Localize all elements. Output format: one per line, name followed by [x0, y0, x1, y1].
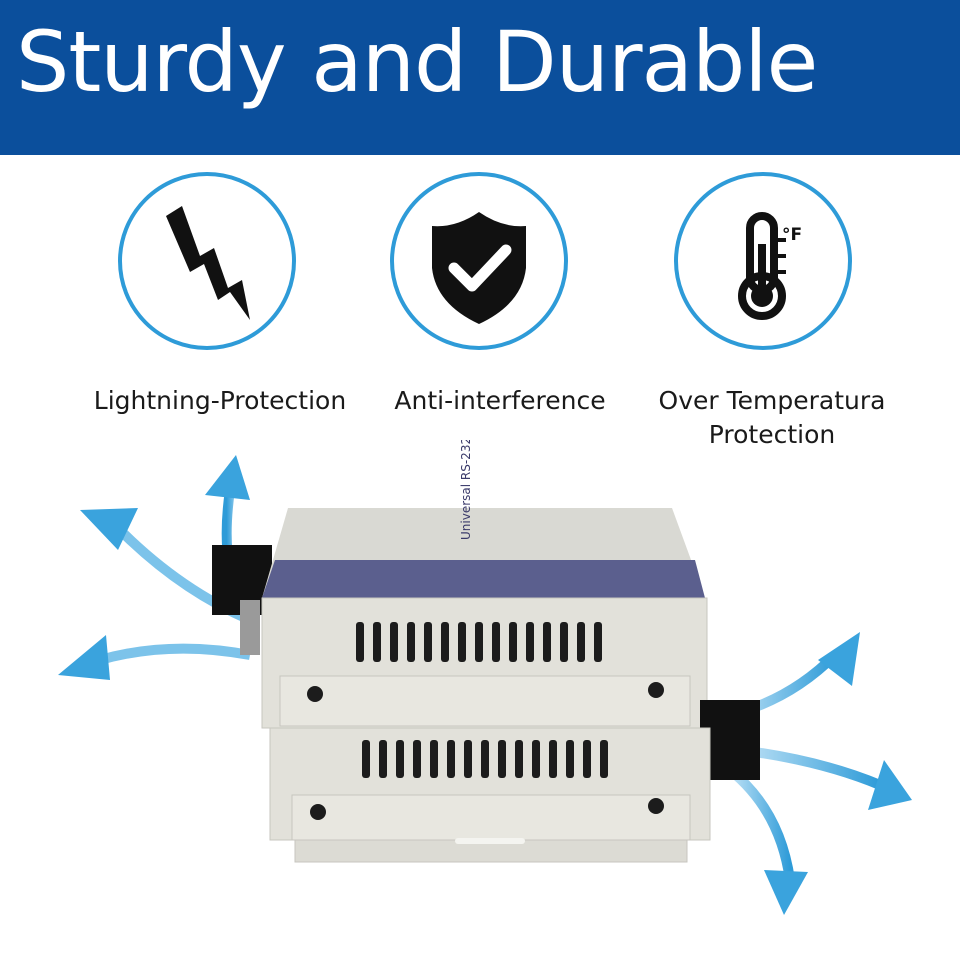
shield-check-icon: [432, 212, 526, 324]
unit-label: °F: [782, 225, 802, 245]
thermometer-icon-circle: °F: [674, 172, 852, 350]
thermometer-icon: °F: [738, 212, 802, 320]
feature-lightning-protection: Lightning-Protection: [70, 172, 370, 462]
header-banner: Sturdy and Durable: [0, 0, 960, 155]
shield-icon-circle: [390, 172, 568, 350]
top-unit: Universal RS-232: [212, 440, 708, 729]
feature-label: Anti-interference: [394, 386, 606, 415]
feature-label: Lightning-Protection: [93, 386, 347, 415]
product-image: Universal RS-232: [58, 440, 912, 915]
lightning-icon-circle: [118, 172, 296, 350]
device-model-label: Universal RS-232: [459, 440, 473, 540]
page-title: Sturdy and Durable: [16, 13, 818, 111]
vent-slots-top: [356, 622, 602, 662]
lightning-icon: [166, 206, 250, 320]
vent-slots-bottom: [362, 740, 608, 778]
feature-anti-interference: Anti-interference: [350, 172, 650, 462]
feature-over-temperature: °F Over Temperatura Protection: [622, 172, 922, 462]
bottom-unit: [269, 700, 760, 863]
feature-label: Over Temperatura Protection: [658, 386, 886, 449]
